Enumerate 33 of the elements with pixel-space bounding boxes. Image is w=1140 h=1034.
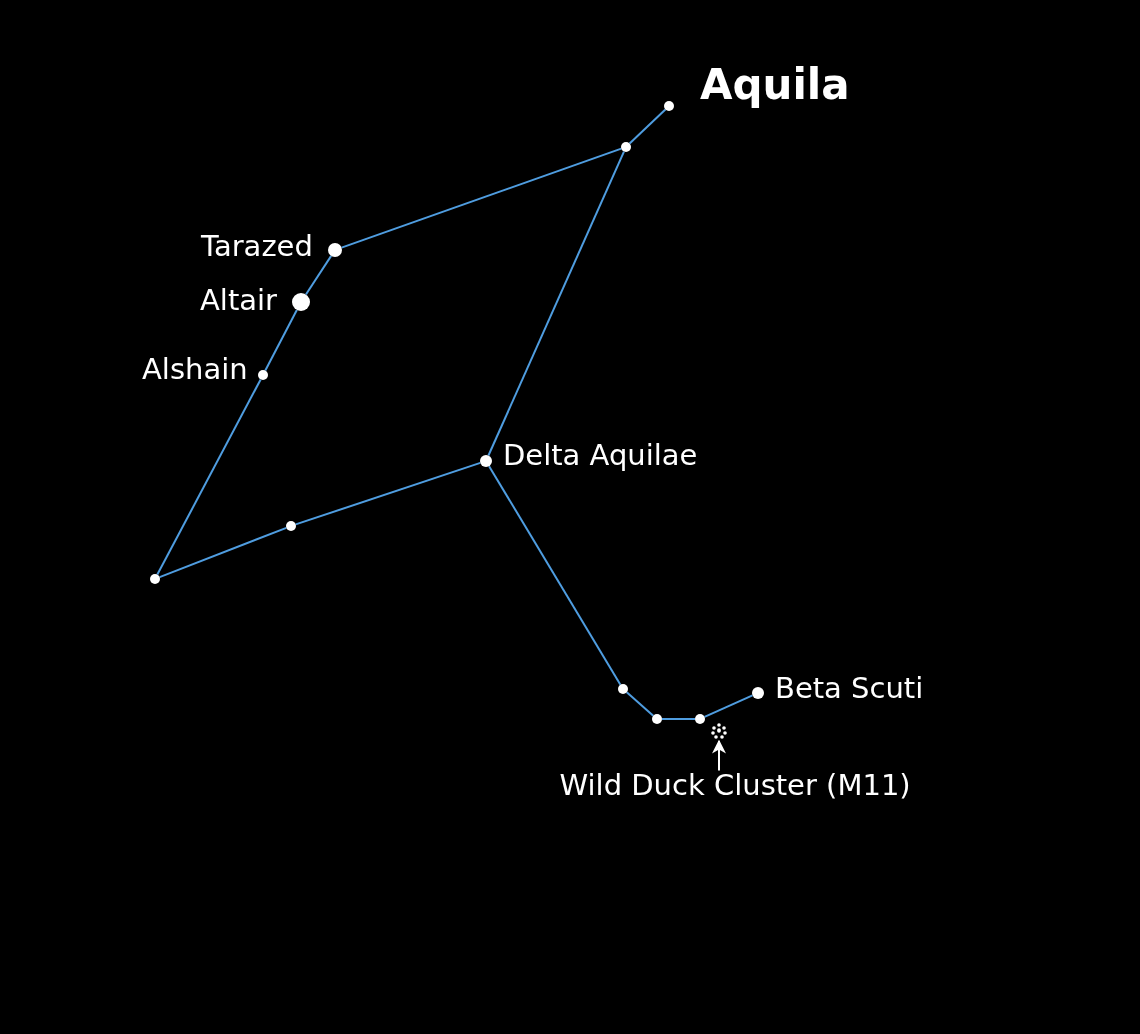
- constellation-line: [488, 465, 622, 686]
- cluster-label: Wild Duck Cluster (M11): [559, 770, 911, 800]
- constellation-title: Aquila: [700, 64, 850, 106]
- star-dot: [618, 684, 628, 694]
- star-dot: [258, 370, 268, 380]
- constellation-line: [661, 718, 696, 720]
- constellation-line: [625, 691, 655, 717]
- star-dot: [292, 293, 310, 311]
- star-dot: [328, 243, 342, 257]
- constellation-line: [156, 378, 262, 576]
- constellation-line: [703, 694, 754, 718]
- star-dot: [695, 714, 705, 724]
- star-dot: [621, 142, 631, 152]
- constellation-line: [264, 309, 298, 372]
- pointer-arrow: [712, 739, 726, 772]
- star-label: Alshain: [142, 354, 248, 384]
- star-label: Beta Scuti: [775, 673, 924, 703]
- star-dot: [664, 101, 674, 111]
- star-dot: [286, 521, 296, 531]
- star-dot: [480, 455, 492, 467]
- constellation-line: [294, 461, 482, 526]
- constellation-line: [487, 150, 625, 457]
- star-label: Delta Aquilae: [503, 440, 698, 470]
- star-label: Tarazed: [201, 231, 313, 261]
- star-dot: [150, 574, 160, 584]
- constellation-line: [340, 147, 623, 249]
- constellation-line: [628, 108, 667, 145]
- constellation-line: [304, 254, 333, 296]
- star-cluster-icon: [711, 723, 727, 739]
- constellation-line: [158, 526, 288, 579]
- star-label: Altair: [200, 285, 278, 315]
- star-dot: [752, 687, 764, 699]
- star-dot: [652, 714, 662, 724]
